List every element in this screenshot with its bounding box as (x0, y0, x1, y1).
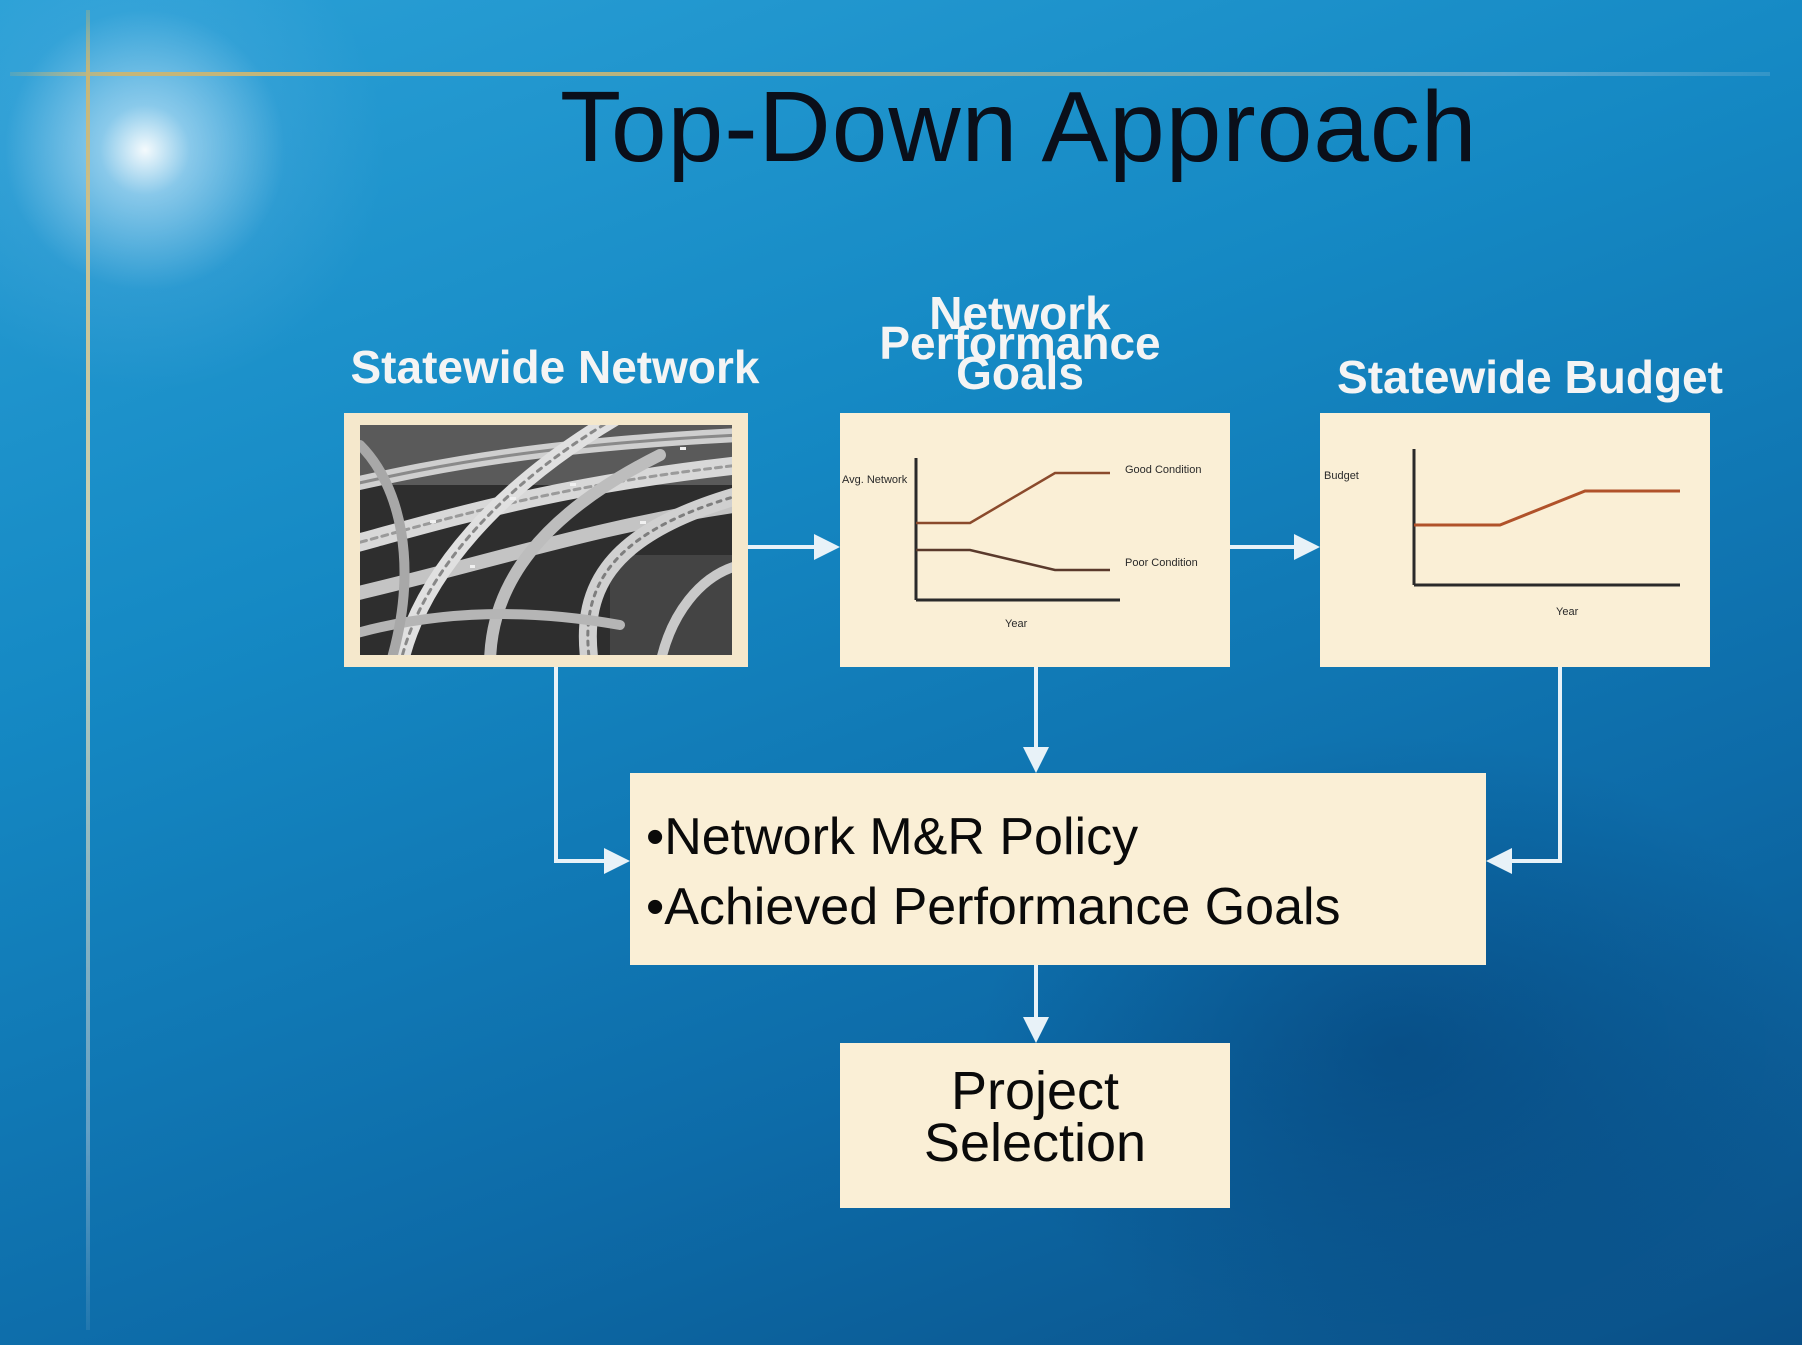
project-selection-box: Project Selection (840, 1043, 1230, 1208)
highway-interchange-image (360, 425, 732, 655)
poor-condition-label: Poor Condition (1125, 557, 1198, 569)
gold-horizontal-rule (10, 72, 1770, 76)
good-condition-label: Good Condition (1125, 464, 1201, 476)
arrowhead-right (604, 848, 630, 874)
arrow-network-to-policy (554, 667, 608, 863)
project-selection-line: Project (950, 1061, 1120, 1121)
poor-condition-line (916, 548, 1110, 572)
goals-bullet: •Achieved Performance Goals (646, 878, 1341, 936)
performance-goals-chart-panel: Avg. Network Good Condition Poor Conditi… (840, 413, 1230, 667)
policy-goals-box: •Network M&R Policy •Achieved Performanc… (630, 773, 1486, 965)
bottom-edge-band (0, 1345, 1802, 1359)
budget-x-axis-label: Year (1556, 606, 1579, 618)
network-photo-frame (344, 413, 748, 667)
budget-y-axis-label: Budget (1324, 470, 1359, 482)
policy-bullet: •Network M&R Policy (646, 808, 1139, 866)
highway-interchange-photo (360, 425, 732, 655)
goals-y-axis-label: Avg. Network (842, 474, 908, 486)
budget-chart-panel: Budget Year (1320, 413, 1710, 667)
good-condition-line (916, 471, 1110, 525)
statewide-budget-label: Statewide Budget (1337, 351, 1723, 403)
arrowhead-right (814, 534, 840, 560)
budget-chart: Budget Year (1324, 449, 1680, 618)
arrow-budget-to-policy (1508, 667, 1562, 863)
project-selection-text: Project Selection (840, 1061, 1230, 1173)
budget-line (1414, 489, 1680, 527)
gold-vertical-rule (86, 10, 90, 1330)
arrowhead-left (1486, 848, 1512, 874)
arrowhead-right (1294, 534, 1320, 560)
arrowhead-down (1023, 747, 1049, 773)
arrowhead-down (1023, 1017, 1049, 1043)
performance-goals-chart: Avg. Network Good Condition Poor Conditi… (842, 458, 1201, 630)
goals-x-axis-label: Year (1005, 618, 1028, 630)
slide-title: Top-Down Approach (560, 71, 1478, 183)
statewide-network-label: Statewide Network (350, 341, 760, 393)
project-selection-line: Selection (923, 1113, 1147, 1173)
